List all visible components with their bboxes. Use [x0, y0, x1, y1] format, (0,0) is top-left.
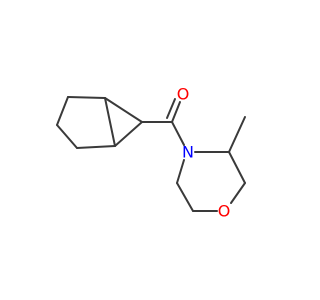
bond	[171, 101, 181, 123]
ring-oxygen-label: O	[218, 202, 231, 221]
bond	[104, 97, 116, 147]
carbonyl-double-bond	[166, 98, 181, 123]
bond	[176, 182, 194, 212]
bond	[56, 96, 69, 126]
bond	[56, 124, 78, 149]
cyclopentane-ring	[56, 96, 116, 149]
bond	[176, 159, 185, 184]
molecule-structure: O N O	[56, 85, 246, 221]
carbonyl-oxygen-label: O	[177, 85, 190, 104]
methyl-bond	[228, 116, 246, 153]
carbonyl-oxygen-atom: O	[177, 85, 190, 104]
bond	[228, 151, 246, 184]
cyclopropane-ring	[104, 97, 143, 147]
bond	[67, 96, 106, 99]
bond	[166, 98, 176, 119]
ring-oxygen-atom: O	[218, 202, 231, 221]
morpholine-ring	[176, 151, 246, 212]
bond	[171, 121, 185, 146]
nitrogen-label: N	[182, 143, 194, 162]
nitrogen-atom: N	[182, 143, 194, 162]
bond	[76, 145, 116, 149]
bond	[114, 121, 143, 147]
bond	[104, 97, 143, 123]
bond	[230, 182, 246, 204]
